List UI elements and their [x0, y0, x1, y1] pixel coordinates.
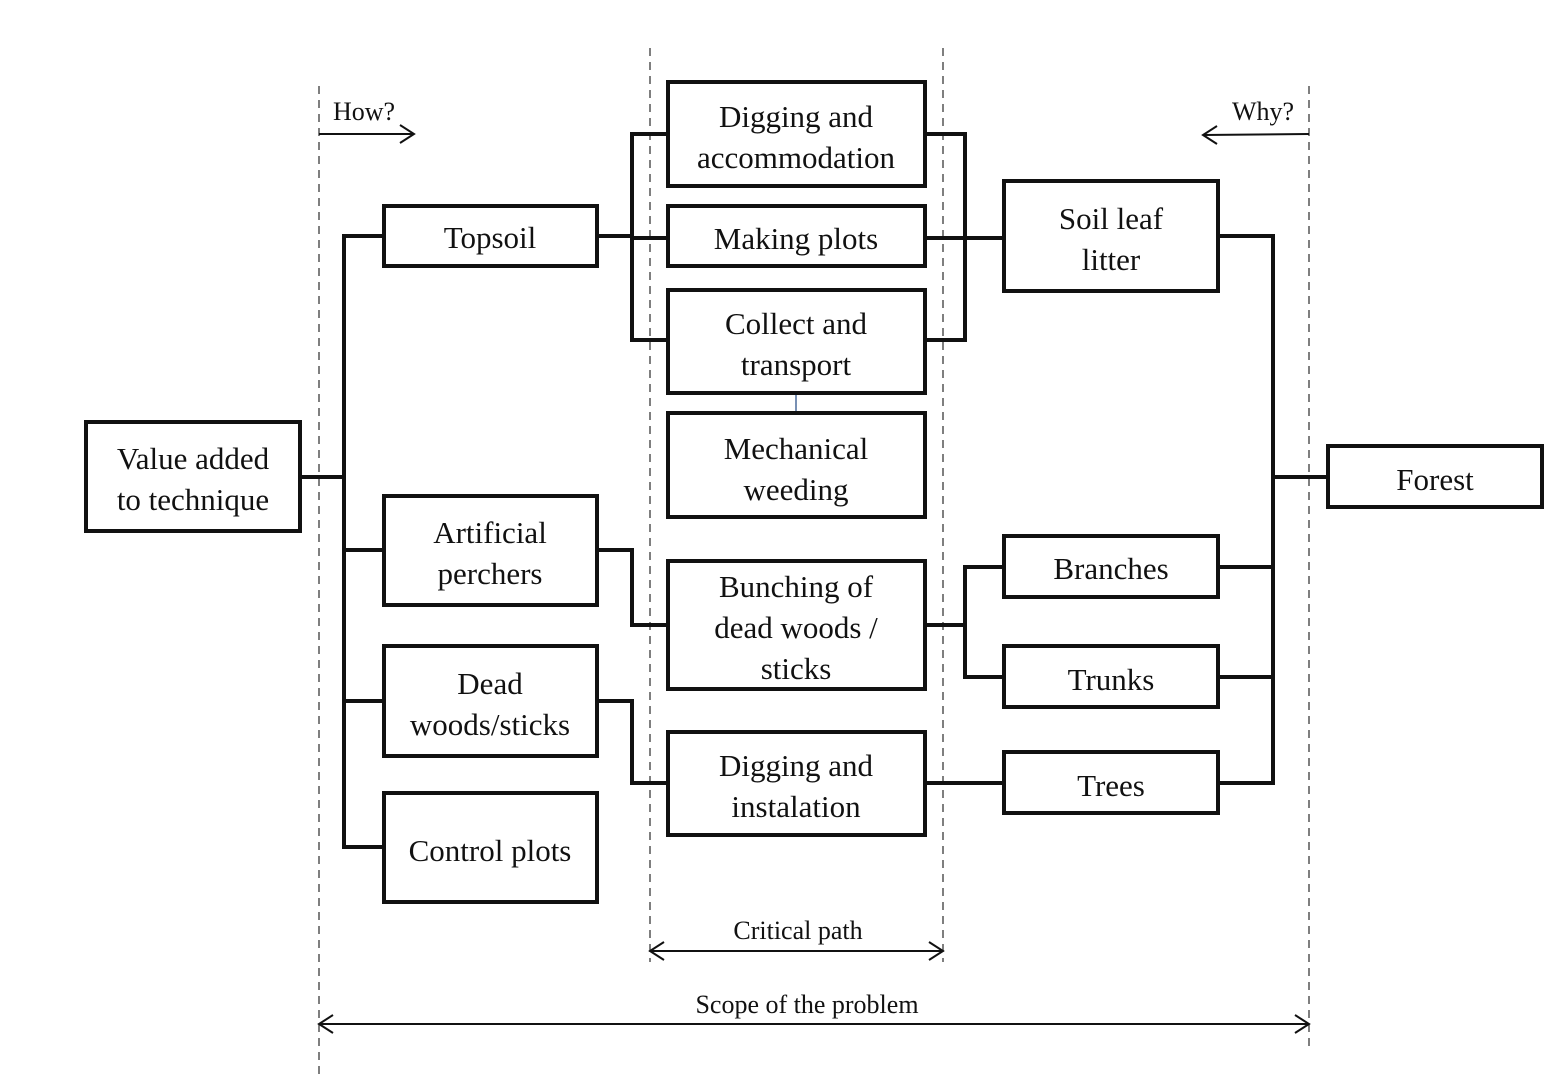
node-digging-installation[interactable]: Digging and instalation: [666, 730, 927, 837]
node-label: Digging and: [719, 99, 874, 134]
critical-path-label: Critical path: [733, 916, 862, 945]
node-label: dead woods /: [714, 610, 878, 645]
node-label: Trees: [1077, 768, 1145, 803]
node-label: accommodation: [697, 140, 895, 175]
node-label: Bunching of: [719, 569, 874, 604]
node-label: Collect and: [725, 306, 868, 341]
scope-double-arrow-icon: [317, 1014, 1311, 1034]
node-branches[interactable]: Branches: [1002, 534, 1220, 599]
node-artificial-perchers[interactable]: Artificial perchers: [382, 494, 599, 607]
node-label: Trunks: [1068, 662, 1155, 697]
how-label: How?: [333, 97, 395, 126]
node-label: transport: [741, 347, 852, 382]
node-label: sticks: [761, 651, 832, 686]
node-control-plots[interactable]: Control plots: [382, 791, 599, 904]
how-arrow-icon: [319, 124, 416, 144]
node-label: perchers: [438, 556, 543, 591]
node-label: litter: [1082, 242, 1141, 277]
node-label: Topsoil: [444, 220, 537, 255]
scope-label: Scope of the problem: [695, 990, 918, 1019]
why-label: Why?: [1232, 97, 1294, 126]
node-label: Soil leaf: [1059, 201, 1164, 236]
node-value-added[interactable]: Value added to technique: [84, 420, 302, 533]
node-label: Making plots: [714, 221, 878, 256]
node-label: Value added: [117, 441, 270, 476]
node-label: instalation: [731, 789, 861, 824]
node-mechanical-weeding[interactable]: Mechanical weeding: [666, 411, 927, 519]
node-forest[interactable]: Forest: [1326, 444, 1544, 509]
node-making-plots[interactable]: Making plots: [666, 204, 927, 268]
node-label: Dead: [457, 666, 523, 701]
node-label: Branches: [1053, 551, 1168, 586]
node-bunching[interactable]: Bunching of dead woods / sticks: [666, 559, 927, 691]
node-label: Forest: [1396, 462, 1474, 497]
node-label: to technique: [117, 482, 269, 517]
node-soil-leaf-litter[interactable]: Soil leaf litter: [1002, 179, 1220, 293]
connectors: [298, 132, 1330, 849]
node-label: weeding: [743, 472, 848, 507]
why-arrow-icon: [1201, 125, 1310, 145]
node-label: Mechanical: [724, 431, 869, 466]
node-label: Control plots: [409, 833, 572, 868]
node-label: Artificial: [433, 515, 547, 550]
node-dead-woods[interactable]: Dead woods/sticks: [382, 644, 599, 758]
critical-path-double-arrow-icon: [648, 941, 945, 961]
node-topsoil[interactable]: Topsoil: [382, 204, 599, 268]
node-digging-accommodation[interactable]: Digging and accommodation: [666, 80, 927, 188]
node-trunks[interactable]: Trunks: [1002, 644, 1220, 709]
node-label: Digging and: [719, 748, 874, 783]
node-trees[interactable]: Trees: [1002, 750, 1220, 815]
node-collect-transport[interactable]: Collect and transport: [666, 288, 927, 395]
node-label: woods/sticks: [410, 707, 570, 742]
